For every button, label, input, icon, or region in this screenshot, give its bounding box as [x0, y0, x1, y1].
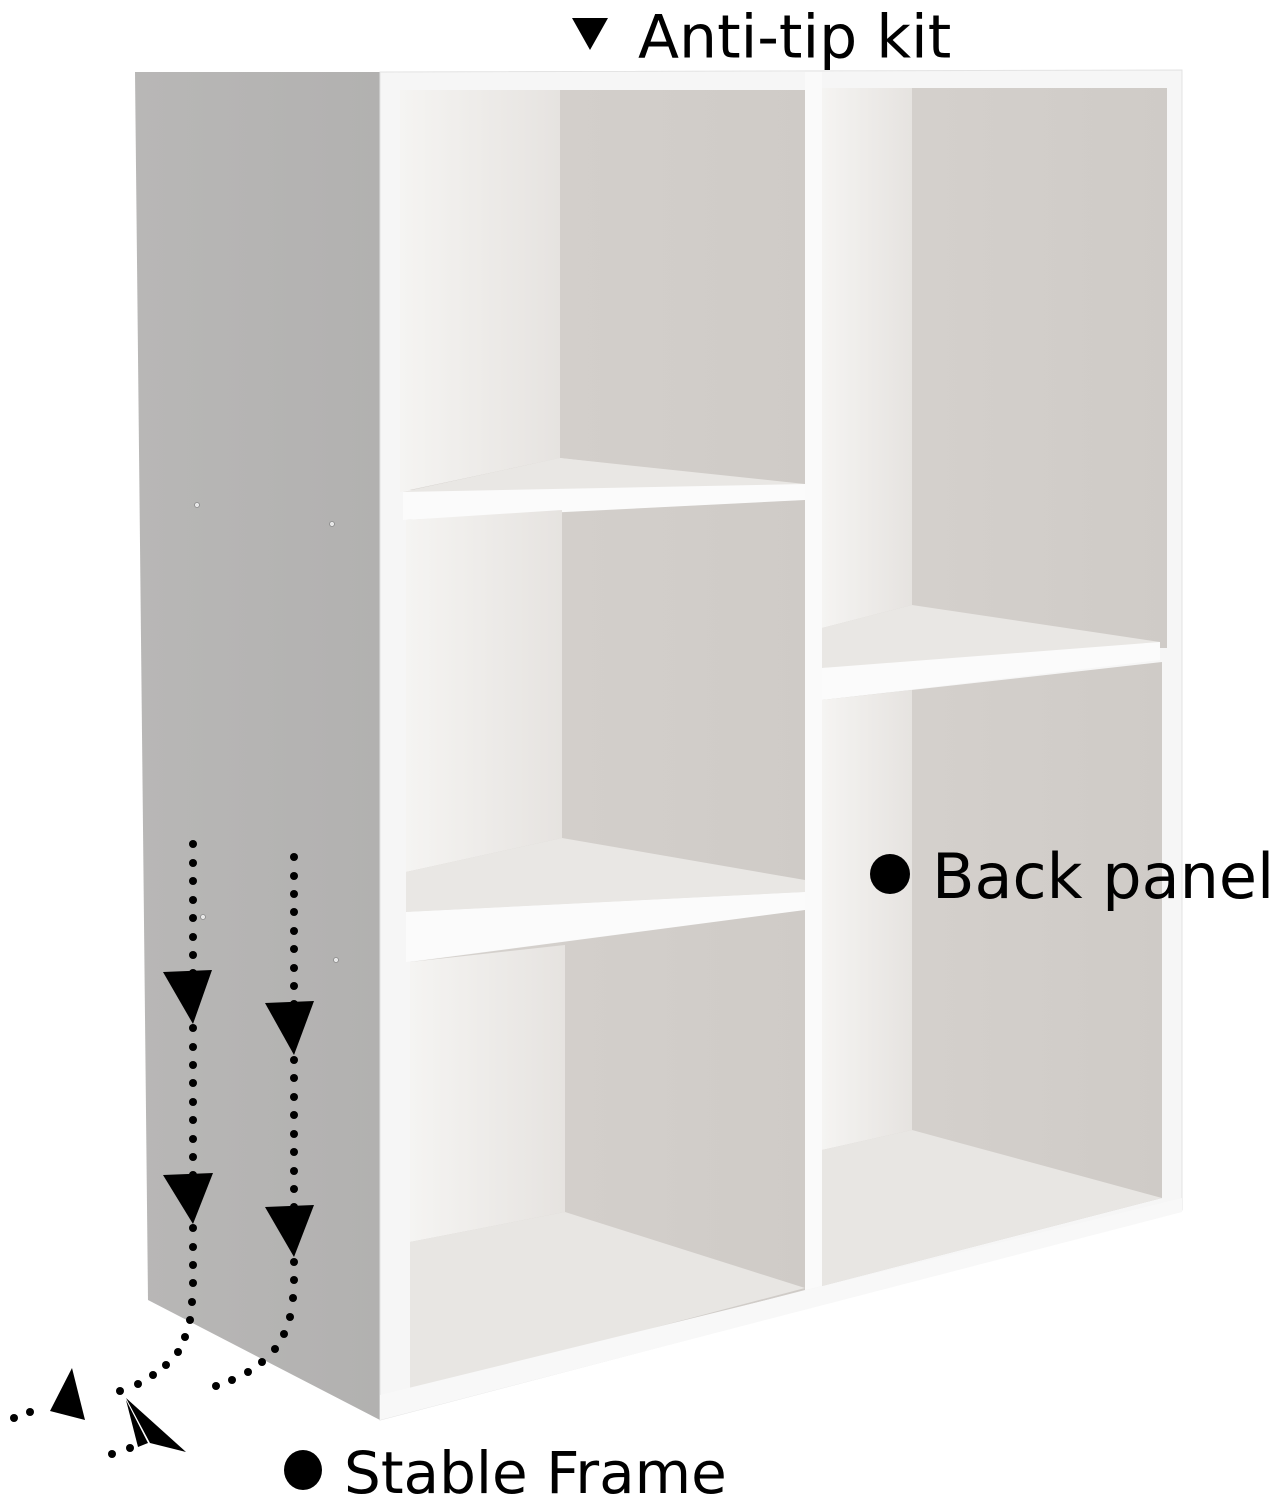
shelf-left-2: [406, 892, 805, 962]
dotted-arrows: [10, 840, 314, 1458]
label-anti-tip-kit: Anti-tip kit: [572, 4, 951, 67]
cubby-right-bottom: [822, 662, 1162, 1286]
arrow-path-2: [108, 853, 314, 1458]
shelf-left-1: [403, 484, 805, 520]
label-anti-tip-kit-text: Anti-tip kit: [638, 2, 952, 73]
label-stable-frame: Stable Frame: [284, 1440, 727, 1502]
cubby-left-middle: [406, 500, 805, 912]
label-back-panel: Back panel: [870, 842, 1274, 908]
shelf-right-1: [822, 642, 1160, 700]
bullet-circle-icon: [284, 1449, 322, 1490]
bottom-edge: [380, 1198, 1182, 1420]
bullet-circle-icon: [870, 853, 910, 894]
label-back-panel-text: Back panel: [932, 839, 1275, 913]
center-divider: [805, 72, 822, 1290]
cubby-left-top: [400, 90, 805, 494]
cubby-left-bottom: [410, 910, 805, 1392]
down-triangle-icon: [572, 18, 608, 51]
label-stable-frame-text: Stable Frame: [344, 1438, 727, 1507]
side-panel: [135, 72, 380, 1420]
arrow-path-1: [10, 840, 213, 1422]
cubby-right-top: [822, 88, 1167, 668]
